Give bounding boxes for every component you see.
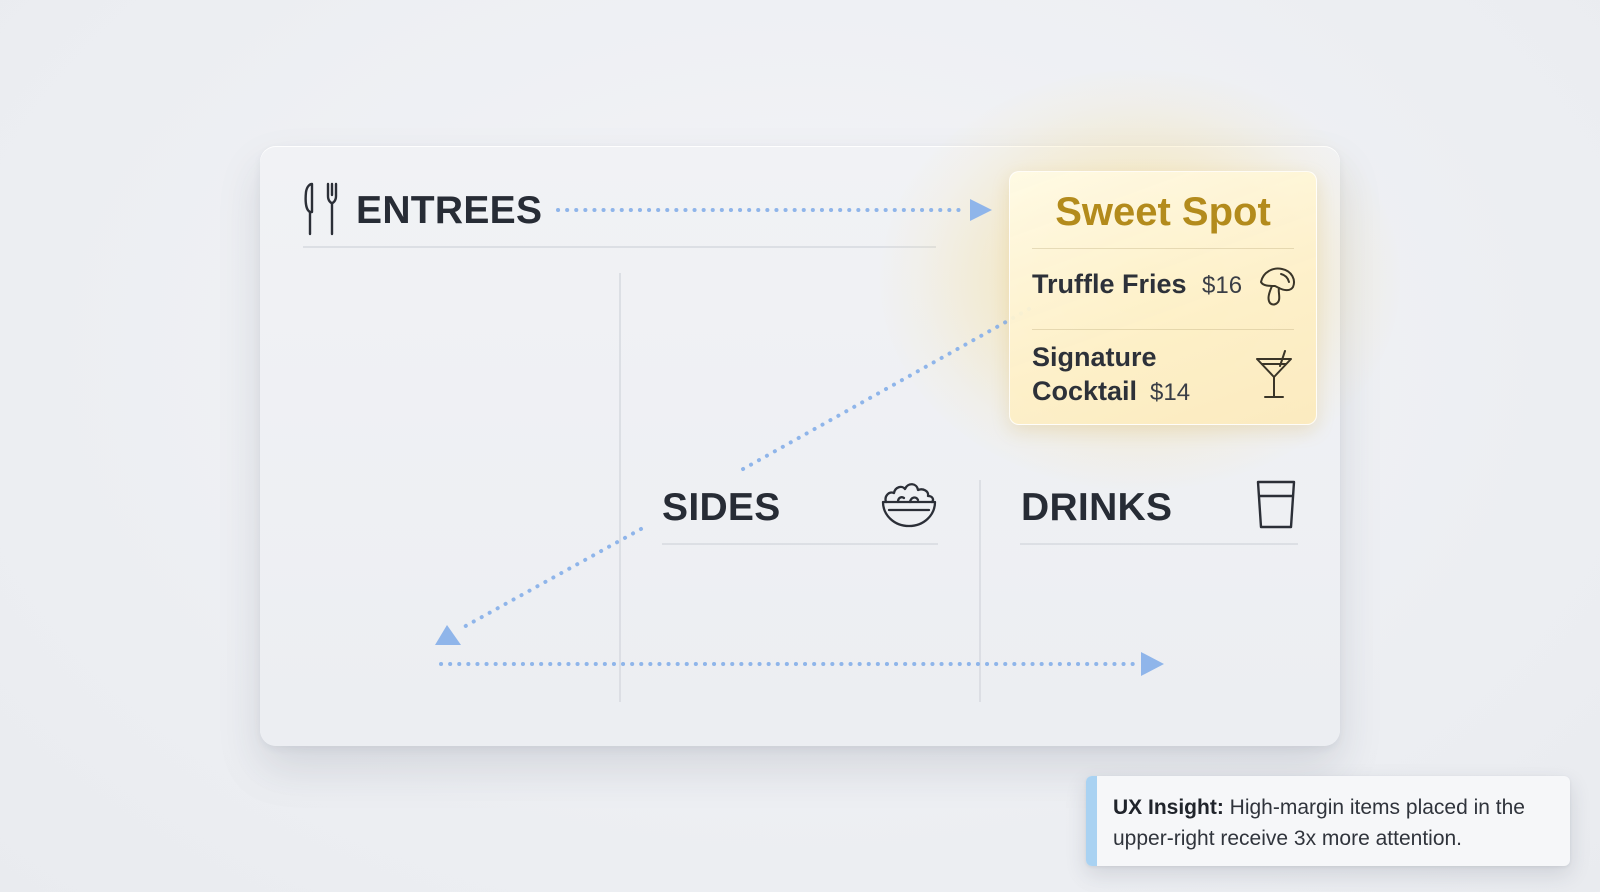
flow-arrowhead-top [970,199,992,221]
mushroom-icon [1257,266,1297,308]
glass-icon [1256,480,1296,530]
sweet-spot-divider [1032,329,1294,330]
sweet-spot-divider [1032,248,1294,249]
flow-arrowhead-bottom [1141,652,1164,676]
drinks-heading: DRINKS [1021,486,1173,529]
signature-cocktail-name-line2: Cocktail [1032,376,1138,406]
flow-arrow-diagonal-upper [734,307,1031,475]
flow-arrow-diagonal-lower [460,527,643,630]
signature-cocktail-price: $14 [1150,379,1191,406]
fork-knife-icon [304,182,342,236]
sweet-spot-panel: Sweet Spot Truffle Fries $16 Signature C… [1009,171,1317,425]
flow-arrowhead-diagonal [435,625,461,645]
insight-text: UX Insight: High-margin items placed in … [1113,792,1563,854]
signature-cocktail-name-line1: Signature [1032,342,1157,372]
truffle-fries-price: $16 [1202,272,1243,299]
insight-accent-bar [1086,776,1097,866]
truffle-fries-name: Truffle Fries [1032,269,1187,299]
entrees-heading: ENTREES [356,189,543,232]
insight-label: UX Insight: [1113,796,1224,819]
sides-heading: SIDES [662,486,781,529]
salad-bowl-icon [880,479,938,529]
sweet-spot-title: Sweet Spot [1055,190,1271,234]
cocktail-icon [1255,350,1297,400]
ux-insight-callout: UX Insight: High-margin items placed in … [1086,776,1570,866]
insight-body: High-margin items placed in the upper-ri… [1113,796,1525,850]
